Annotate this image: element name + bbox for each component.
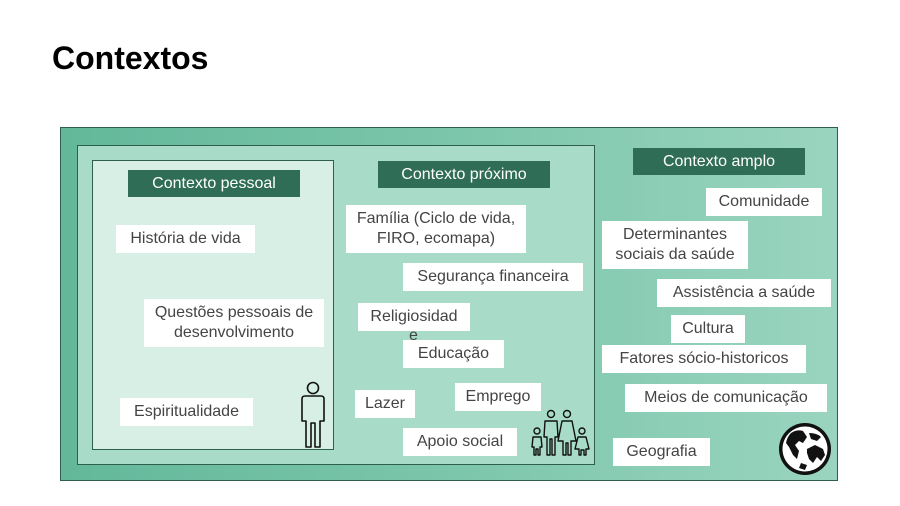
person-icon [301, 381, 325, 448]
item-meios-de-comunicacao: Meios de comunicação [625, 384, 827, 412]
item-educacao: Educação [403, 340, 504, 368]
item-religiosidade: Religiosidad [358, 303, 470, 331]
item-historia-de-vida: História de vida [116, 225, 255, 253]
item-comunidade: Comunidade [706, 188, 822, 216]
item-fatores-socio-historicos: Fatores sócio-historicos [602, 345, 806, 373]
item-espiritualidade: Espiritualidade [120, 398, 253, 426]
item-assistencia-saude: Assistência a saúde [657, 279, 831, 307]
item-cultura: Cultura [671, 315, 745, 343]
item-lazer: Lazer [355, 390, 415, 418]
contexto-proximo-header: Contexto próximo [378, 161, 550, 188]
item-questoes-pessoais: Questões pessoais de desenvolvimento [144, 299, 324, 347]
contexto-pessoal-header: Contexto pessoal [128, 170, 300, 197]
item-emprego: Emprego [455, 383, 541, 411]
item-seguranca-financeira: Segurança financeira [403, 263, 583, 291]
item-religiosidade-wrap: e [409, 327, 418, 344]
contexto-amplo-header: Contexto amplo [633, 148, 805, 175]
item-familia: Família (Ciclo de vida, FIRO, ecomapa) [346, 205, 526, 253]
family-icon [531, 409, 590, 456]
globe-icon [779, 423, 831, 475]
item-apoio-social: Apoio social [403, 428, 517, 456]
page-title: Contextos [52, 40, 209, 76]
item-determinantes-sociais: Determinantes sociais da saúde [602, 221, 748, 269]
item-geografia: Geografia [613, 438, 710, 466]
